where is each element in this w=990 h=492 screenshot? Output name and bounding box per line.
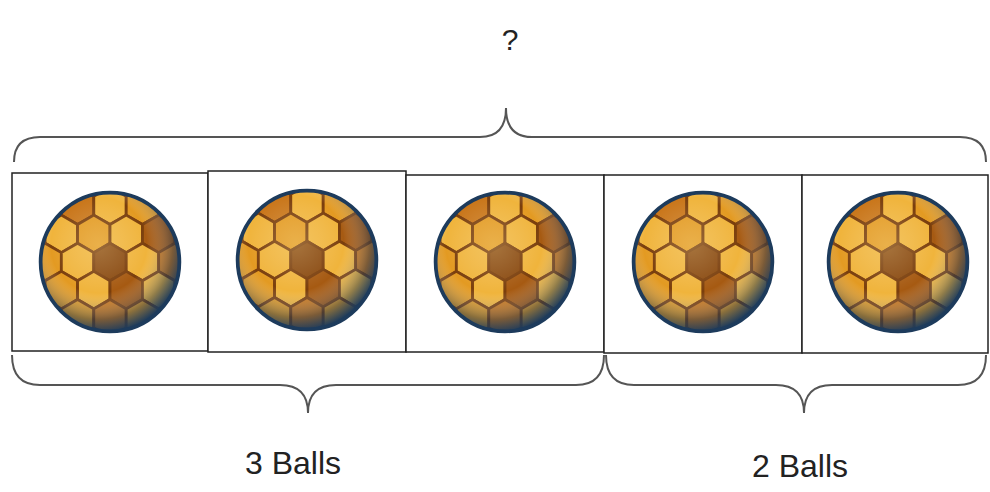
part-label: 2 Balls bbox=[752, 448, 848, 485]
soccer-ball bbox=[801, 187, 990, 337]
part-label: 3 Balls bbox=[245, 445, 341, 482]
soccer-ball bbox=[606, 187, 801, 337]
tape-cell bbox=[604, 175, 802, 353]
label-slot: ? bbox=[502, 23, 519, 57]
braces bbox=[12, 108, 986, 413]
part-brace bbox=[606, 355, 986, 413]
soccer-ball bbox=[210, 185, 405, 335]
tape-cell bbox=[406, 175, 604, 352]
tape-cell bbox=[208, 171, 406, 352]
soccer-ball bbox=[13, 187, 208, 337]
total-brace bbox=[14, 108, 986, 162]
tape-cell bbox=[12, 173, 208, 351]
balls bbox=[13, 185, 990, 337]
soccer-ball bbox=[408, 187, 603, 337]
label-slot: 3 Balls bbox=[245, 445, 341, 482]
part-brace bbox=[12, 355, 604, 413]
unknown-total: ? bbox=[502, 23, 519, 57]
label-slot: 2 Balls bbox=[752, 448, 848, 485]
